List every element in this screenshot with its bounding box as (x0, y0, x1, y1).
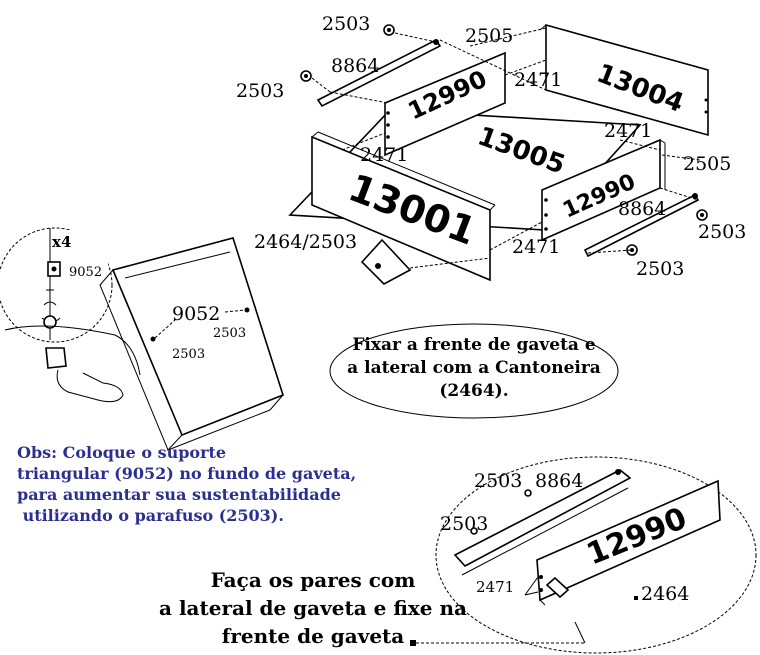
label-dowel-right: 2505 (683, 153, 731, 175)
cam-lock-icon (386, 98, 708, 231)
detail-bracket-label: 9052 (172, 303, 220, 325)
zoom-bracket-icon (545, 576, 570, 599)
zoom-side-panel (536, 479, 721, 602)
detail-screw-left: 2503 (172, 347, 205, 362)
note-line: triangular (9052) no fundo de gaveta, (17, 464, 357, 483)
callout-line: a lateral com a Cantoneira (347, 358, 601, 378)
inset-bracket-label: 9052 (69, 265, 102, 280)
inset-circle (0, 227, 113, 343)
screw-icon (300, 24, 708, 256)
zoom-screw-a: 2503 (474, 470, 522, 492)
zoom-rail-label: 8864 (535, 470, 583, 492)
screw-icon (470, 527, 478, 535)
rail-left (316, 38, 442, 108)
detail-screw-right: 2503 (213, 326, 246, 341)
instruction-line: Faça os pares com (210, 568, 416, 592)
front-panel (311, 135, 491, 282)
side-panel-back (384, 51, 506, 157)
screw-icon (43, 315, 57, 329)
zoom-bracket-label: 2464 (641, 583, 689, 605)
label-dowel-top: 2505 (465, 25, 513, 47)
instruction-line: frente de gaveta (221, 624, 405, 648)
label-screw-top: 2503 (322, 13, 370, 35)
label-cam-back: 2471 (514, 69, 562, 91)
label-screw-right-bottom: 2503 (636, 258, 684, 280)
note-line: utilizando o parafuso (2503). (17, 506, 284, 525)
callout-line: (2464). (439, 381, 509, 401)
label-cam-right-top: 2471 (604, 120, 652, 142)
label-screw-right-top: 2503 (698, 221, 746, 243)
label-rail-left: 8864 (331, 55, 379, 77)
zoom-rail (453, 469, 632, 567)
zoom-panel-label: 12990 (582, 501, 692, 573)
drawer-box (111, 237, 284, 437)
note-line: Obs: Coloque o suporte (17, 443, 227, 462)
triangular-bracket-icon (360, 238, 412, 285)
callout-line: Fixar a frente de gaveta e (352, 335, 596, 355)
instruction-text: Faça os pares com a lateral de gaveta e … (143, 566, 483, 650)
back-panel (545, 23, 709, 137)
zoom-ellipse (435, 456, 757, 654)
label-rail-right: 8864 (618, 198, 666, 220)
observation-note: Obs: Coloque o suporte triangular (9052)… (17, 442, 437, 526)
label-cam-front-left: 2471 (360, 144, 408, 166)
zoom-screw-b: 2503 (440, 513, 488, 535)
callout-ellipse (329, 323, 619, 419)
label-bracket-combo: 2464/2503 (254, 231, 357, 253)
bracket-in-hand-icon (45, 347, 67, 369)
assembly-callout: Fixar a frente de gaveta e a lateral com… (323, 334, 625, 403)
screw-icon (524, 489, 532, 497)
note-line: para aumentar sua sustentabilidade (17, 485, 341, 504)
label-screw-left: 2503 (236, 80, 284, 102)
label-cam-front-bottom: 2471 (512, 236, 560, 258)
zoom-cam-label: 2471 (476, 578, 514, 596)
instruction-line: a lateral de gaveta e fixe na (159, 596, 467, 620)
inset-qty: x4 (52, 233, 71, 251)
rail-right (583, 193, 700, 258)
